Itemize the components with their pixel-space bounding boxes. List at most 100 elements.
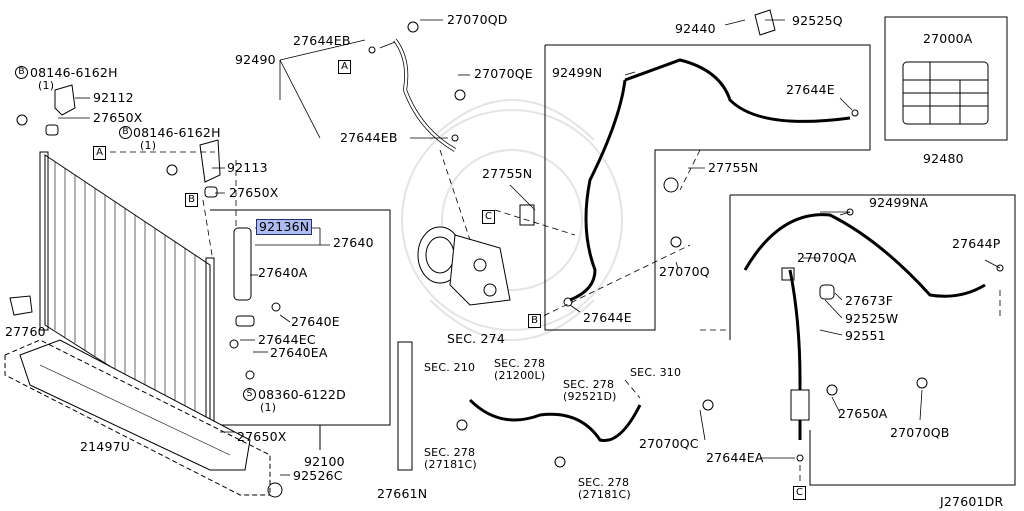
- bolt-symbol-a: B: [15, 66, 28, 79]
- label-27640EA: 27640EA: [270, 345, 328, 360]
- ref-marker-A-condenser: A: [93, 146, 106, 160]
- watermark: [401, 99, 623, 341]
- label-92113: 92113: [227, 160, 268, 175]
- bolt-symbol-b: B: [119, 126, 132, 139]
- clip-92526C: [267, 482, 283, 498]
- label-21497U: 21497U: [80, 439, 131, 454]
- diagram-code: J27601DR: [940, 494, 1004, 509]
- label-92480: 92480: [923, 151, 964, 166]
- label-27070QC: 27070QC: [639, 436, 699, 451]
- label-27650X-c: 27650X: [237, 429, 287, 444]
- ref-marker-A-hose: A: [338, 60, 351, 74]
- label-92112: 92112: [93, 90, 134, 105]
- dashed-guides: [100, 149, 1001, 485]
- clip-92525Q: [754, 9, 776, 36]
- label-27640: 27640: [333, 235, 374, 250]
- label-92136N-highlighted[interactable]: 92136N: [256, 219, 313, 235]
- label-27000A: 27000A: [923, 31, 973, 46]
- label-27070QE: 27070QE: [474, 66, 533, 81]
- label-27673F: 27673F: [845, 293, 894, 308]
- bushing-27650X-a: [45, 124, 59, 136]
- condenser-assembly-box: [210, 209, 391, 426]
- label-sec278-d: SEC. 278: [578, 476, 630, 489]
- label-sec310: SEC. 310: [630, 366, 682, 379]
- ref-marker-B-condenser: B: [185, 193, 198, 207]
- label-27644EA: 27644EA: [706, 450, 764, 465]
- label-27760: 27760: [5, 324, 46, 339]
- muffler: [790, 389, 810, 421]
- bolt-27070QC: [702, 399, 714, 411]
- label-sticker: [902, 61, 989, 125]
- label-27070QB: 27070QB: [890, 425, 950, 440]
- bracket-27760: [9, 295, 33, 316]
- label-sec278-c-sub: (27181C): [424, 458, 477, 471]
- liquid-tank-27640: [229, 227, 281, 380]
- label-27644EB-top: 27644EB: [293, 33, 351, 48]
- clip-27755N-a: [519, 204, 535, 226]
- label-27644P: 27644P: [952, 236, 1001, 251]
- bracket-92113: [166, 139, 221, 183]
- label-27644EC: 27644EC: [258, 332, 316, 347]
- fitting-27673F: [819, 284, 835, 300]
- label-08360: 08360-6122D: [258, 387, 346, 402]
- label-08146-b: 08146-6162H: [133, 125, 221, 140]
- bolt-27070QE: [454, 89, 466, 101]
- bolt-27070QD: [407, 21, 419, 33]
- label-92100: 92100: [304, 454, 345, 469]
- label-27070QA: 27070QA: [797, 250, 857, 265]
- label-27650A: 27650A: [838, 406, 888, 421]
- hose-92440-box: [544, 44, 871, 331]
- label-92499N: 92499N: [552, 65, 603, 80]
- label-92440: 92440: [675, 21, 716, 36]
- label-27650X-a: 27650X: [93, 110, 143, 125]
- label-92525W: 92525W: [845, 311, 899, 326]
- ref-marker-C-hose: C: [793, 486, 806, 500]
- label-27644E-top: 27644E: [786, 82, 835, 97]
- label-08146-b-qty: (1): [140, 139, 157, 152]
- label-08146-a: 08146-6162H: [30, 65, 118, 80]
- label-27661N: 27661N: [377, 486, 428, 501]
- label-sec210: SEC. 210: [424, 361, 476, 374]
- bolt-27070Q: [670, 236, 682, 248]
- label-27070Q: 27070Q: [659, 264, 710, 279]
- bracket-92112: [16, 84, 76, 126]
- screw-symbol: S: [243, 388, 256, 401]
- bolt-27070QB: [916, 377, 928, 389]
- label-27640E: 27640E: [291, 314, 340, 329]
- ref-marker-B-hose: B: [528, 314, 541, 328]
- clip-27755N-b: [663, 177, 679, 193]
- label-27070QD: 27070QD: [447, 12, 508, 27]
- label-sec278-a-sub: (21200L): [494, 369, 546, 382]
- label-sec278-c: SEC. 278: [424, 446, 476, 459]
- label-box: [884, 16, 1008, 141]
- bushing-27650X-b: [204, 186, 218, 198]
- label-sec278-a: SEC. 278: [494, 357, 546, 370]
- label-27640A: 27640A: [258, 265, 308, 280]
- label-27644E-bot: 27644E: [583, 310, 632, 325]
- label-92490: 92490: [235, 52, 276, 67]
- hose-92480-box: [730, 194, 1016, 486]
- label-sec278-d-sub: (27181C): [578, 488, 631, 501]
- ref-marker-C-compressor: C: [482, 210, 495, 224]
- label-sec278-b-sub: (92521D): [563, 390, 617, 403]
- label-27650X-b: 27650X: [229, 185, 279, 200]
- seal-27661N: [397, 341, 413, 471]
- label-sec274: SEC. 274: [447, 331, 505, 346]
- shroud-21497U: [19, 339, 251, 471]
- label-27755N-a: 27755N: [482, 166, 533, 181]
- condenser-core: [39, 151, 215, 437]
- label-27644EB-mid: 27644EB: [340, 130, 398, 145]
- clip-27070QA: [781, 267, 795, 281]
- label-92525Q: 92525Q: [792, 13, 843, 28]
- bolt-27650A: [826, 384, 838, 396]
- compressor: [417, 226, 511, 306]
- label-27755N-b: 27755N: [708, 160, 759, 175]
- label-08360-qty: (1): [260, 401, 277, 414]
- label-sec278-b: SEC. 278: [563, 378, 615, 391]
- label-92551: 92551: [845, 328, 886, 343]
- label-92499NA: 92499NA: [869, 195, 929, 210]
- label-08146-a-qty: (1): [38, 79, 55, 92]
- label-92526C: 92526C: [293, 468, 343, 483]
